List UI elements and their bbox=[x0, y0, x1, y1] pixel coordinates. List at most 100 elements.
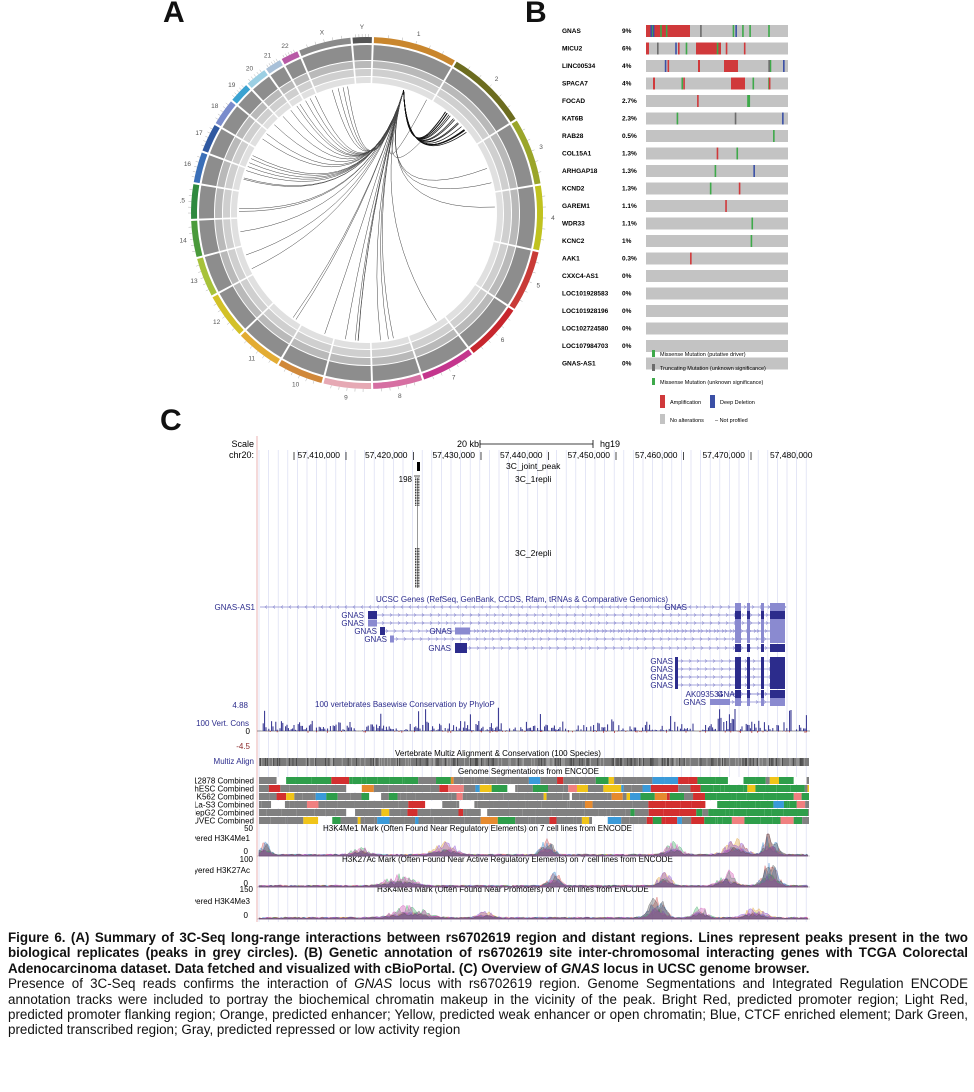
joint-peak-label: 3C_joint_peak bbox=[506, 461, 561, 471]
segmentation-row bbox=[259, 785, 809, 792]
legend-deep-deletion: Deep Deletion bbox=[720, 400, 755, 406]
gene-name: KCND2 bbox=[562, 186, 585, 193]
gene-name: LINC00534 bbox=[562, 63, 596, 70]
chromosome-label: 17 bbox=[195, 130, 203, 137]
gene-label-gnas-as1: GNAS-AS1 bbox=[215, 603, 256, 612]
gene-name: RAB28 bbox=[562, 133, 584, 140]
h3k4me1-title: H3K4Me1 Mark (Often Found Near Regulator… bbox=[323, 824, 632, 833]
chromosome-16 bbox=[191, 152, 245, 191]
multiz-track bbox=[259, 758, 809, 766]
figure-description: Presence of 3C-Seq reads confirms the in… bbox=[8, 976, 968, 1038]
gene-percent: 0% bbox=[622, 361, 632, 368]
chromosome-11 bbox=[240, 303, 301, 365]
chromosome-label: 4 bbox=[551, 215, 555, 222]
circos-plot: 12345678910111213141516171819202122XY bbox=[180, 24, 555, 402]
gene-name: KAT6B bbox=[562, 116, 583, 123]
segmentation-row-label: H1-hESC Combined bbox=[195, 785, 254, 794]
chromosome-1 bbox=[372, 35, 455, 101]
gene-transcript: GNAS bbox=[735, 690, 785, 698]
gene-name: LOC101928196 bbox=[562, 308, 609, 315]
gene-label: GNAS bbox=[683, 698, 706, 707]
chromosome-label: 12 bbox=[213, 319, 221, 326]
gene-percent: 4% bbox=[622, 63, 632, 70]
conservation-label: 100 Vert. Cons bbox=[196, 719, 249, 728]
chromosome-label: 20 bbox=[246, 66, 254, 73]
coordinate-tick: 57,440,000 bbox=[500, 450, 543, 460]
gene-percent: 0.3% bbox=[622, 256, 637, 263]
gene-percent: 2.3% bbox=[622, 116, 637, 123]
chromosome-14 bbox=[188, 218, 242, 257]
scale-label: Scale bbox=[231, 439, 254, 449]
gene-name: GNAS bbox=[562, 28, 581, 35]
circos-chromosome-labels: 12345678910111213141516171819202122XY bbox=[180, 24, 555, 402]
gene-label: GNAS bbox=[664, 603, 687, 612]
gene-name: GAREM1 bbox=[562, 203, 590, 210]
coordinate-tick: 57,470,000 bbox=[702, 450, 745, 460]
gene-name: ARHGAP18 bbox=[562, 168, 598, 175]
panel-label-b: B bbox=[525, 0, 547, 29]
chromosome-label: X bbox=[320, 29, 325, 36]
coordinate-tick: 57,420,000 bbox=[365, 450, 408, 460]
chromosome-12 bbox=[212, 275, 273, 335]
gene-name: LOC102724580 bbox=[562, 326, 609, 333]
legend-truncating: Truncating Mutation (unknown significanc… bbox=[660, 366, 766, 372]
segmentation-row-label: K562 Combined bbox=[197, 793, 254, 802]
figure-title: Figure 6. (A) Summary of 3C-Seq long-ran… bbox=[8, 930, 968, 976]
chromosome-label: 13 bbox=[190, 278, 198, 285]
chromosome-18 bbox=[215, 101, 267, 147]
gene-label: GNAS bbox=[354, 627, 377, 636]
chromosome-label: 16 bbox=[184, 161, 192, 168]
chromosome-label: 15 bbox=[180, 198, 185, 205]
oncoprint-row: GNAS-AS1 0% bbox=[562, 357, 788, 370]
gene-label: GNAS bbox=[650, 673, 673, 682]
chromosome-17 bbox=[201, 124, 255, 167]
gene-percent: 1% bbox=[622, 238, 632, 245]
segmentation-row-label: HeLa-S3 Combined bbox=[195, 801, 254, 810]
gene-transcript: GNAS bbox=[650, 673, 785, 682]
multiz-label: Multiz Align bbox=[214, 757, 254, 766]
gene-percent: 1.3% bbox=[622, 186, 637, 193]
chromosome-4 bbox=[494, 185, 546, 251]
legend-missense-unknown: Missense Mutation (unknown significance) bbox=[660, 380, 763, 386]
figure-caption: Figure 6. (A) Summary of 3C-Seq long-ran… bbox=[8, 930, 968, 1038]
chromosome-Y bbox=[352, 34, 372, 84]
coordinate-tick: 57,430,000 bbox=[432, 450, 475, 460]
legend-no-alterations: No alterations bbox=[670, 418, 704, 424]
chromosome-label: 3 bbox=[539, 144, 543, 151]
h3k27ac-zero: 0 bbox=[244, 879, 249, 888]
circos-links bbox=[239, 86, 495, 341]
h3k4me1-zero: 0 bbox=[244, 847, 249, 856]
gene-percent: 0.5% bbox=[622, 133, 637, 140]
chromosome-label: 5 bbox=[536, 282, 540, 289]
gene-name: MICU2 bbox=[562, 46, 583, 53]
chromosome-label: 18 bbox=[211, 103, 219, 110]
chromosome-2 bbox=[433, 61, 516, 144]
gene-transcript: GNAS bbox=[429, 627, 785, 636]
gene-name: LOC107984703 bbox=[562, 343, 609, 350]
gene-name: GNAS-AS1 bbox=[562, 361, 596, 368]
h3k27ac-title: H3K27Ac Mark (Often Found Near Active Re… bbox=[342, 855, 673, 864]
chromosome-6 bbox=[445, 285, 514, 354]
gene-transcript-gnas-as1: GNAS-AS1 bbox=[215, 603, 692, 612]
circos-rings bbox=[187, 34, 546, 392]
gene-transcript: GNAS bbox=[650, 665, 785, 674]
gene-percent: 9% bbox=[622, 28, 632, 35]
chromosome-label: 14 bbox=[180, 237, 187, 244]
segmentation-row bbox=[259, 801, 809, 808]
gene-transcript: GNAS bbox=[428, 643, 785, 653]
segmentation-row bbox=[259, 809, 809, 816]
gene-label: GNAS bbox=[341, 619, 364, 628]
oncoprint-row: KCND2 1.3% bbox=[562, 182, 788, 195]
chromosome-9 bbox=[323, 338, 372, 392]
gene-label: GNAS bbox=[341, 611, 364, 620]
gene-label: GNAS bbox=[650, 681, 673, 690]
